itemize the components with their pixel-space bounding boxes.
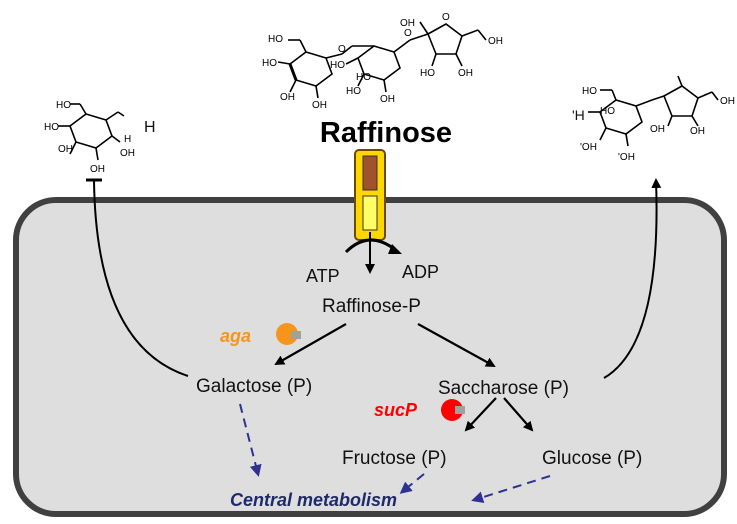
svg-text:HO: HO [420, 68, 435, 79]
atp-label: ATP [306, 266, 340, 286]
adp-label: ADP [402, 262, 439, 282]
svg-text:HO: HO [600, 106, 615, 117]
svg-text:HO: HO [268, 34, 283, 45]
galactose-group-labels: HO OH HO OH OH H [44, 100, 135, 175]
sucP-enzyme-icon [441, 399, 465, 421]
svg-text:OH: OH [400, 18, 415, 29]
svg-text:OH: OH [650, 124, 665, 135]
svg-text:OH: OH [312, 100, 327, 111]
fructose-label: Fructose (P) [342, 448, 447, 469]
sucP-label: sucP [374, 400, 418, 420]
svg-text:HO: HO [262, 58, 277, 69]
galactose-molecule [58, 103, 125, 161]
svg-text:OH: OH [458, 68, 473, 79]
raffinose-group-labels: HO HO OH OH O HO HO OH O O HO OH OH OH H… [262, 12, 503, 111]
svg-text:H: H [124, 134, 131, 145]
svg-text:OH: OH [488, 36, 503, 47]
galactose-h-label: H [144, 119, 156, 136]
svg-text:HO: HO [44, 122, 59, 133]
svg-text:O: O [442, 12, 450, 23]
svg-text:'OH: 'OH [618, 152, 635, 163]
svg-text:O: O [404, 28, 412, 39]
arrow-to-saccharose [417, 323, 496, 367]
galactose-export-arrow [86, 178, 189, 377]
saccharose-label: Saccharose (P) [438, 378, 569, 399]
svg-text:HO: HO [330, 60, 345, 71]
svg-text:OH: OH [120, 148, 135, 159]
svg-text:HO: HO [346, 86, 361, 97]
svg-text:O: O [338, 44, 346, 55]
dashed-arrow-galactose [239, 403, 262, 477]
svg-text:HO: HO [582, 86, 597, 97]
svg-text:OH: OH [690, 126, 705, 137]
svg-text:'OH: 'OH [580, 142, 597, 153]
atp-adp-arrow [344, 232, 402, 274]
arrow-to-fructose [464, 397, 497, 432]
arrow-to-galactose [274, 323, 347, 365]
transporter [354, 149, 386, 241]
svg-text:HO: HO [356, 72, 371, 83]
svg-text:OH: OH [380, 94, 395, 105]
title: Raffinose [320, 117, 452, 149]
aga-enzyme-icon [276, 323, 301, 345]
glucose-label: Glucose (P) [542, 448, 642, 469]
svg-text:OH: OH [280, 92, 295, 103]
arrow-to-glucose [503, 397, 534, 432]
svg-text:OH: OH [90, 164, 105, 175]
dashed-arrow-glucose [471, 475, 551, 504]
raffinose-molecule [277, 21, 487, 99]
sucrose-group-labels: 'H HO OH HO OH 'OH 'OH OH [572, 86, 735, 163]
sucrose-molecule [588, 75, 719, 147]
svg-text:OH: OH [720, 96, 735, 107]
svg-text:OH: OH [58, 144, 73, 155]
galactose-label: Galactose (P) [196, 376, 312, 397]
central-metabolism-label: Central metabolism [230, 490, 397, 510]
dashed-arrow-fructose [399, 473, 425, 494]
svg-text:'H: 'H [572, 107, 585, 123]
raffinose-p-label: Raffinose-P [322, 296, 421, 317]
saccharose-export-arrow [603, 178, 662, 379]
aga-label: aga [220, 326, 251, 346]
svg-text:HO: HO [56, 100, 71, 111]
